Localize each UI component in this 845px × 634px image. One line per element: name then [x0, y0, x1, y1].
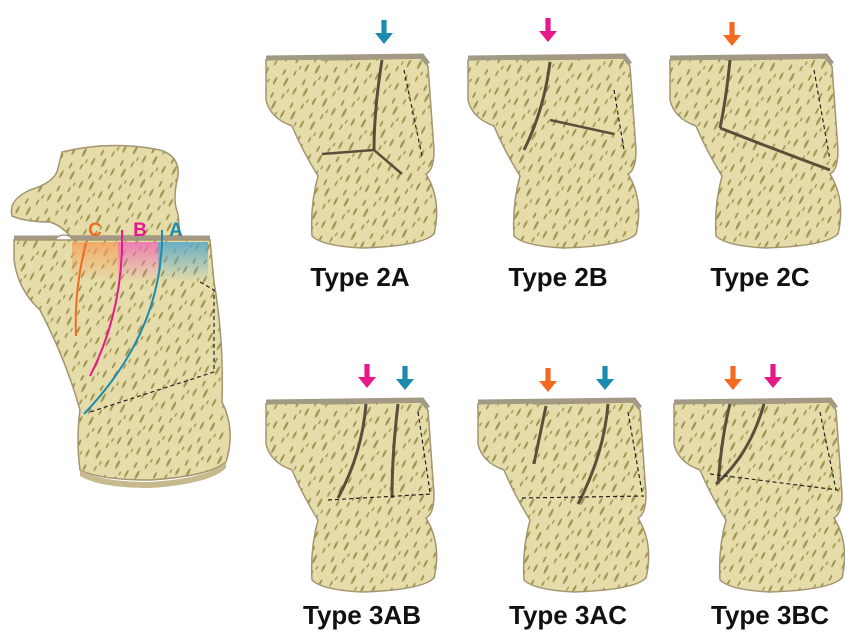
zone-a-band: [158, 242, 208, 282]
arrow-c-3bc: [724, 366, 742, 390]
reference-bone: C B A: [11, 145, 230, 488]
panel-2b: [468, 56, 639, 248]
caption-type-2c: Type 2C: [710, 262, 809, 292]
arrow-c-3ac: [539, 368, 557, 392]
panel-3bc: [674, 400, 845, 592]
arrow-a-3ab: [396, 366, 414, 390]
panel-2a: [266, 56, 437, 248]
panel-3ab: [266, 400, 437, 592]
label-b: B: [133, 220, 147, 241]
caption-type-2b: Type 2B: [508, 262, 607, 292]
label-c: C: [88, 220, 102, 241]
zone-b-band: [118, 242, 160, 282]
arrow-b-2b: [539, 18, 557, 42]
arrow-b-3ab: [358, 364, 376, 388]
label-a: A: [169, 220, 183, 241]
caption-type-3ac: Type 3AC: [509, 600, 627, 630]
arrow-a-3ac: [596, 366, 614, 390]
caption-type-3ab: Type 3AB: [303, 600, 421, 630]
arrow-b-3bc: [764, 364, 782, 388]
panel-2c: [670, 56, 841, 248]
caption-type-3bc: Type 3BC: [711, 600, 829, 630]
arrow-a-2a: [375, 20, 393, 44]
caption-type-2a: Type 2A: [310, 262, 409, 292]
arrow-c-2c: [723, 22, 741, 46]
panel-3ac: [478, 400, 649, 592]
